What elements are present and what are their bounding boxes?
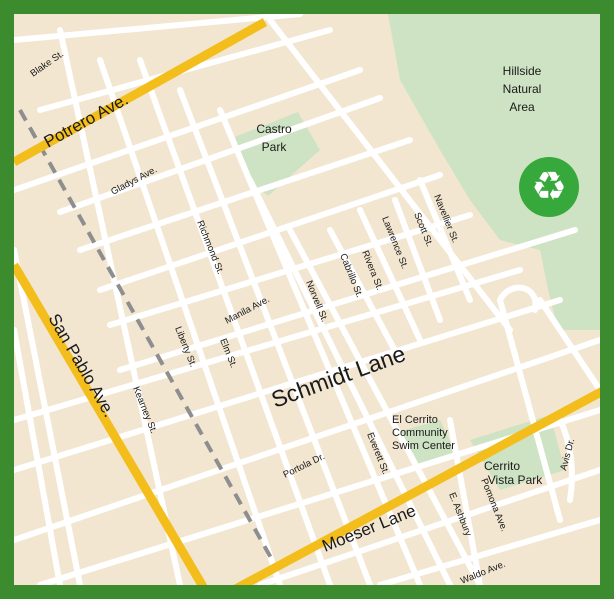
svg-text:Park: Park xyxy=(262,140,288,154)
recycle-icon: ♻ xyxy=(519,157,579,217)
svg-text:Vista Park: Vista Park xyxy=(488,473,543,487)
san-pablo-ave-road xyxy=(14,262,208,585)
hillside-natural-area xyxy=(388,14,600,330)
swim-center-label: El Cerrito Community Swim Center xyxy=(392,414,455,452)
castro-park-label: Castro Park xyxy=(256,122,292,154)
svg-text:Castro: Castro xyxy=(256,122,292,136)
castro-park xyxy=(232,112,320,196)
svg-text:Area: Area xyxy=(509,100,535,114)
hillside-natural-area-label: Hillside Natural Area xyxy=(503,64,542,114)
svg-text:Natural: Natural xyxy=(503,82,542,96)
svg-text:Cerrito: Cerrito xyxy=(484,459,520,473)
railway-line xyxy=(18,109,277,566)
svg-text:Swim Center: Swim Center xyxy=(392,440,455,452)
moeser-lane-road xyxy=(233,387,600,585)
potrero-ave-road xyxy=(14,18,268,166)
cerrito-vista-park-label: Cerrito Vista Park xyxy=(484,459,543,487)
svg-text:Community: Community xyxy=(392,427,448,439)
cerrito-vista-park xyxy=(470,415,565,490)
svg-text:Hillside: Hillside xyxy=(503,64,542,78)
svg-text:El Cerrito: El Cerrito xyxy=(392,414,438,426)
svg-text:♻: ♻ xyxy=(531,165,567,209)
